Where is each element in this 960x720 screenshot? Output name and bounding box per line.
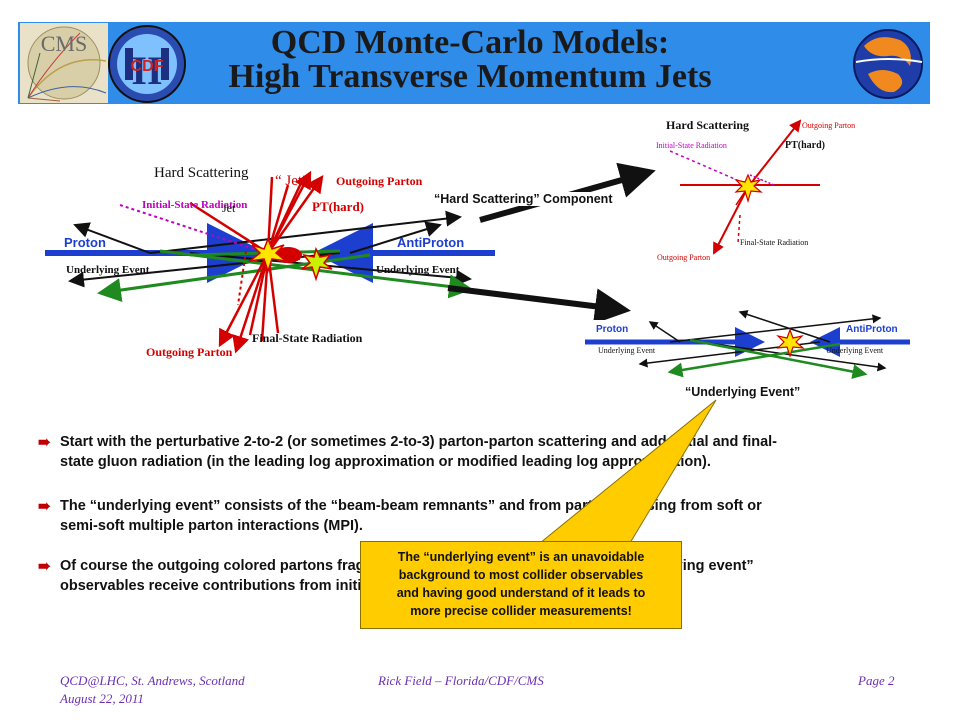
- cdf-logo-numeral: II: [131, 48, 162, 93]
- outgoing-parton-bottom-label: Outgoing Parton: [146, 345, 233, 359]
- hard-scattering-component-label: “Hard Scattering” Component: [432, 192, 615, 206]
- hs-final-state-radiation-label: Final-State Radiation: [740, 238, 809, 247]
- bullet-1-line-1: Start with the perturbative 2-to-2 (or s…: [60, 434, 778, 450]
- hs-outgoing-parton-top-label: Outgoing Parton: [802, 121, 856, 130]
- underlying-event-left-label: Underlying Event: [66, 264, 150, 276]
- ue-proton-label: Proton: [596, 324, 629, 335]
- jet-label-top: “ Jet”: [275, 173, 309, 189]
- pt-hard-label: PT(hard): [312, 199, 364, 214]
- proton-label: Proton: [64, 235, 106, 250]
- ue-underlying-event-right-label: Underlying Event: [826, 346, 884, 355]
- hs-outgoing-parton-bottom-label: Outgoing Parton: [657, 253, 711, 262]
- bullet-arrow-icon: ➠: [38, 558, 51, 575]
- title-line-1: QCD Monte-Carlo Models:: [270, 24, 670, 61]
- cdf-logo: II CDF: [106, 24, 188, 104]
- final-state-radiation-label: Final-State Radiation: [252, 331, 363, 345]
- hs-hard-scattering-label: Hard Scattering: [666, 118, 749, 132]
- hard-scattering-diagram: [650, 115, 880, 265]
- cdf-logo-text: CDF: [131, 58, 164, 75]
- hs-initial-state-radiation-label: Initial-State Radiation: [656, 141, 727, 150]
- underlying-event-callout: The “underlying event” is an unavoidable…: [360, 541, 682, 629]
- title-line-2: High Transverse Momentum Jets: [228, 58, 712, 95]
- ue-caption: “Underlying Event”: [685, 385, 801, 399]
- footer-venue: QCD@LHC, St. Andrews, Scotland: [60, 673, 245, 688]
- outgoing-parton-top-label: Outgoing Parton: [336, 174, 423, 188]
- callout-pointer: [520, 395, 720, 545]
- page-title: QCD Monte-Carlo Models: High Transverse …: [160, 26, 780, 94]
- callout-line-1: The “underlying event” is an unavoidable: [397, 550, 645, 564]
- bullet-arrow-icon: ➠: [38, 498, 51, 515]
- callout-line-3: and having good understand of it leads t…: [396, 586, 646, 600]
- footer-author: Rick Field – Florida/CDF/CMS: [378, 673, 544, 688]
- initial-state-radiation-label: Initial-State Radiation: [142, 199, 248, 211]
- hard-scattering-label: Hard Scattering: [154, 165, 249, 181]
- bullet-2-line-2: semi-soft multiple parton interactions (…: [60, 518, 363, 534]
- bullet-2: ➠ The “underlying event” consists of the…: [38, 496, 918, 536]
- callout-line-4: more precise collider measurements!: [410, 604, 632, 618]
- bullet-2-line-1: The “underlying event” consists of the “…: [60, 498, 762, 514]
- antiproton-label: AntiProton: [397, 235, 465, 250]
- footer-date: August 22, 2011: [60, 691, 144, 706]
- underlying-event-diagram: [580, 300, 915, 385]
- jet-label-mid: Jet: [222, 201, 236, 215]
- ue-underlying-event-left-label: Underlying Event: [598, 346, 656, 355]
- bullet-arrow-icon: ➠: [38, 434, 51, 451]
- main-collision-diagram: [40, 155, 500, 370]
- footer-page-number: Page 2: [858, 673, 895, 688]
- bullet-1-line-2: state gluon radiation (in the leading lo…: [60, 454, 711, 470]
- cms-logo-text: CMS: [41, 31, 87, 56]
- uf-logo: [848, 26, 928, 102]
- ue-antiproton-label: AntiProton: [846, 324, 898, 335]
- cms-logo: CMS: [20, 23, 108, 103]
- decomposition-arrows: [440, 160, 660, 325]
- hs-pt-hard-label: PT(hard): [785, 140, 825, 151]
- bullet-1: ➠ Start with the perturbative 2-to-2 (or…: [38, 432, 918, 472]
- footer-venue-block: QCD@LHC, St. Andrews, Scotland August 22…: [60, 672, 245, 708]
- callout-line-2: background to most collider observables: [398, 568, 644, 582]
- underlying-event-right-label: Underlying Event: [376, 264, 460, 276]
